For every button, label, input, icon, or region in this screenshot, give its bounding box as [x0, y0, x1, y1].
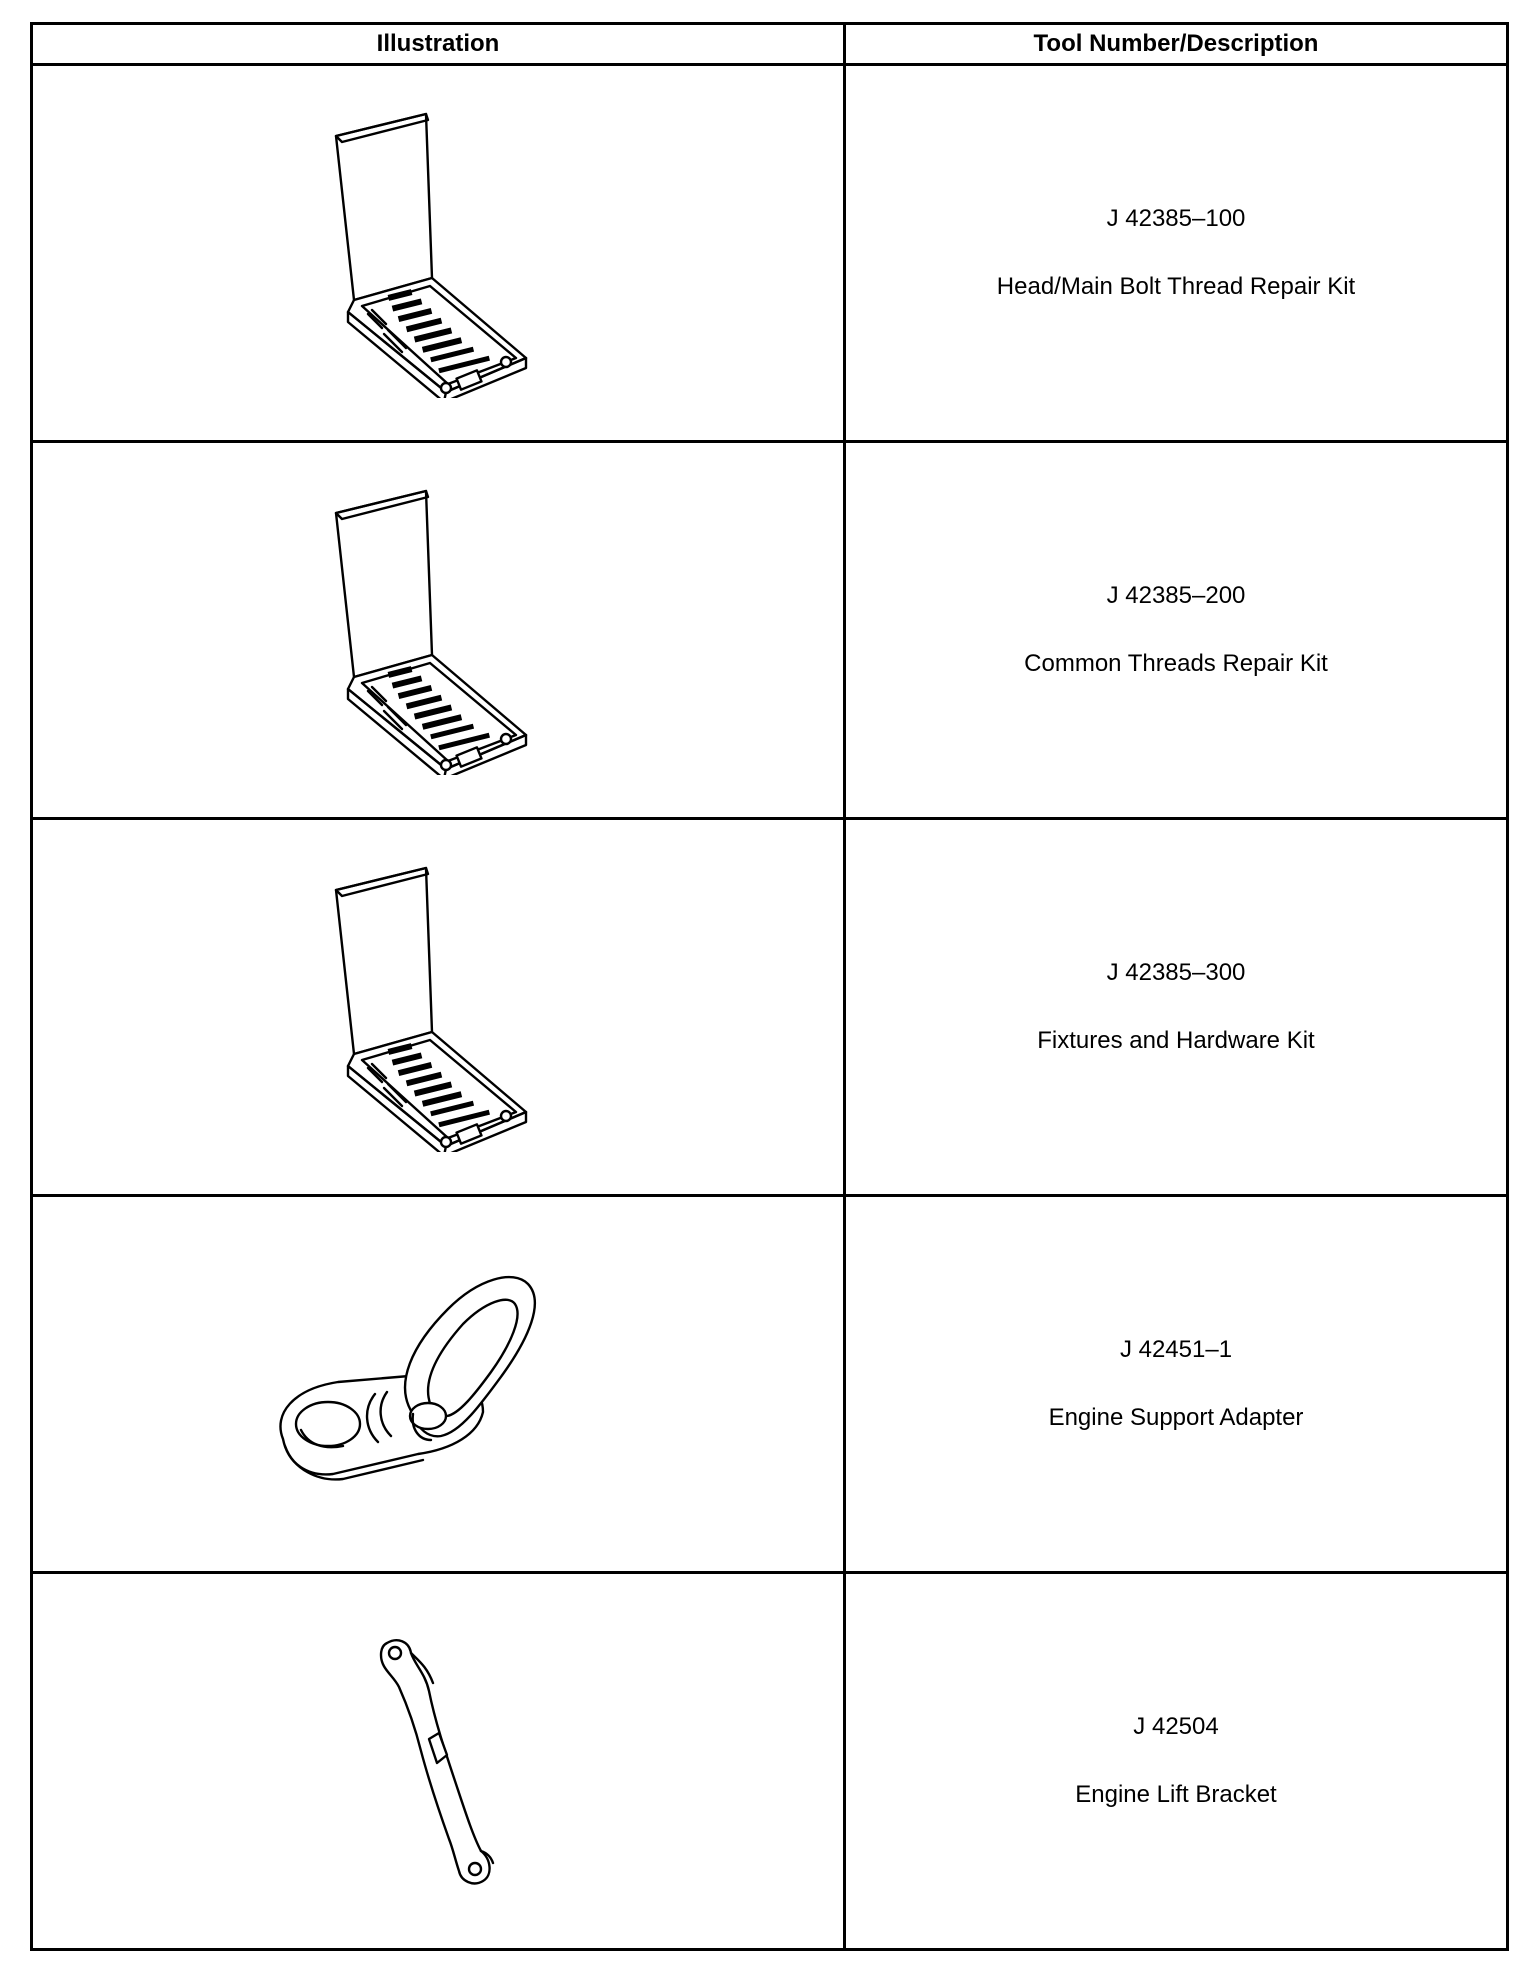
illustration-cell [30, 63, 846, 443]
tool-cell: J 42504 Engine Lift Bracket [843, 1571, 1509, 1951]
tool-number: J 42385–200 [1106, 582, 1246, 609]
illustration-cell [30, 1571, 846, 1951]
tool-cell: J 42385–300 Fixtures and Hardware Kit [843, 817, 1509, 1197]
tool-cell: J 42385–100 Head/Main Bolt Thread Repair… [843, 63, 1509, 443]
table-row: J 42385–100 Head/Main Bolt Thread Repair… [30, 63, 1509, 443]
illustration-cell [30, 817, 846, 1197]
engine-support-adapter-icon [279, 1276, 537, 1481]
tool-cell: J 42385–200 Common Threads Repair Kit [843, 440, 1509, 820]
illustration-cell [30, 1194, 846, 1574]
illustration-cell [30, 440, 846, 820]
special-tools-table: Illustration Tool Number/Description J 4… [30, 22, 1509, 1951]
tool-description: Head/Main Bolt Thread Repair Kit [996, 273, 1356, 300]
tool-description: Fixtures and Hardware Kit [1037, 1027, 1315, 1054]
thread-repair-kit-case-icon [308, 485, 568, 775]
tool-description: Engine Support Adapter [1048, 1404, 1304, 1431]
table-row: J 42385–300 Fixtures and Hardware Kit [30, 817, 1509, 1197]
table-row: J 42504 Engine Lift Bracket [30, 1571, 1509, 1951]
header-tool-number-description: Tool Number/Description [843, 22, 1509, 66]
hardware-kit-case-icon [308, 862, 568, 1152]
tool-number: J 42504 [1133, 1713, 1219, 1740]
tool-description: Engine Lift Bracket [1075, 1781, 1277, 1808]
tool-description: Common Threads Repair Kit [1024, 650, 1328, 677]
engine-lift-bracket-icon [379, 1639, 495, 1885]
header-illustration: Illustration [30, 22, 846, 66]
tool-number: J 42385–100 [1106, 205, 1246, 232]
table-header-row: Illustration Tool Number/Description [30, 22, 1509, 66]
tool-number: J 42385–300 [1106, 959, 1246, 986]
thread-repair-kit-case-icon [308, 108, 568, 398]
table-row: J 42385–200 Common Threads Repair Kit [30, 440, 1509, 820]
table-row: J 42451–1 Engine Support Adapter [30, 1194, 1509, 1574]
tool-cell: J 42451–1 Engine Support Adapter [843, 1194, 1509, 1574]
tool-number: J 42451–1 [1119, 1336, 1233, 1363]
